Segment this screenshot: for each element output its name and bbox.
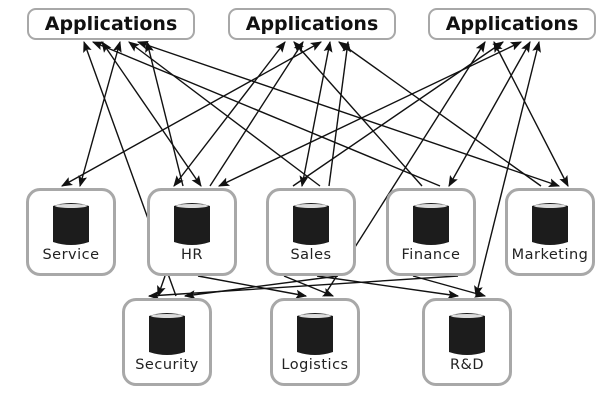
database-marketing[interactable]: Marketing: [505, 188, 595, 276]
edge-app2-sales: [328, 40, 352, 187]
database-logistics[interactable]: Logistics: [270, 298, 360, 386]
database-icon: [449, 313, 485, 355]
database-icon: [53, 203, 89, 245]
edge-hr-logistics: [197, 275, 308, 299]
edge-hr-security: [157, 275, 166, 298]
database-service[interactable]: Service: [26, 188, 116, 276]
edge-app3-finance: [448, 41, 531, 187]
edge-app1-hr: [101, 41, 202, 187]
edge-app1-finance: [91, 41, 441, 187]
edge-sales-rd: [316, 275, 460, 300]
applications-node-2[interactable]: Applications: [228, 8, 396, 40]
database-icon: [149, 313, 185, 355]
database-label: HR: [181, 247, 203, 263]
applications-node-3[interactable]: Applications: [428, 8, 596, 40]
database-finance[interactable]: Finance: [386, 188, 476, 276]
edge-sales-security: [183, 275, 339, 300]
edge-finance-security: [147, 275, 459, 300]
database-icon: [413, 203, 449, 245]
database-label: Marketing: [511, 247, 589, 263]
edge-app1-marketing: [136, 41, 561, 187]
database-label: Sales: [290, 247, 332, 263]
database-icon: [297, 313, 333, 355]
database-icon: [174, 203, 210, 245]
database-rd[interactable]: R&D: [422, 298, 512, 386]
database-label: Security: [135, 357, 199, 373]
database-sales[interactable]: Sales: [266, 188, 356, 276]
database-icon: [532, 203, 568, 245]
applications-node-1[interactable]: Applications: [27, 8, 195, 40]
database-hr[interactable]: HR: [147, 188, 237, 276]
database-icon: [293, 203, 329, 245]
edge-finance-rd: [412, 275, 487, 298]
database-security[interactable]: Security: [122, 298, 212, 386]
edge-app2-finance: [293, 41, 423, 187]
edge-app1-hr: [145, 40, 184, 187]
edge-app3-marketing: [493, 41, 569, 187]
database-label: Service: [42, 247, 100, 263]
edge-app3-rd: [474, 40, 541, 298]
edge-app2-sales: [299, 40, 333, 188]
database-label: R&D: [449, 357, 485, 373]
database-label: Finance: [401, 247, 461, 263]
database-label: Logistics: [281, 357, 349, 373]
